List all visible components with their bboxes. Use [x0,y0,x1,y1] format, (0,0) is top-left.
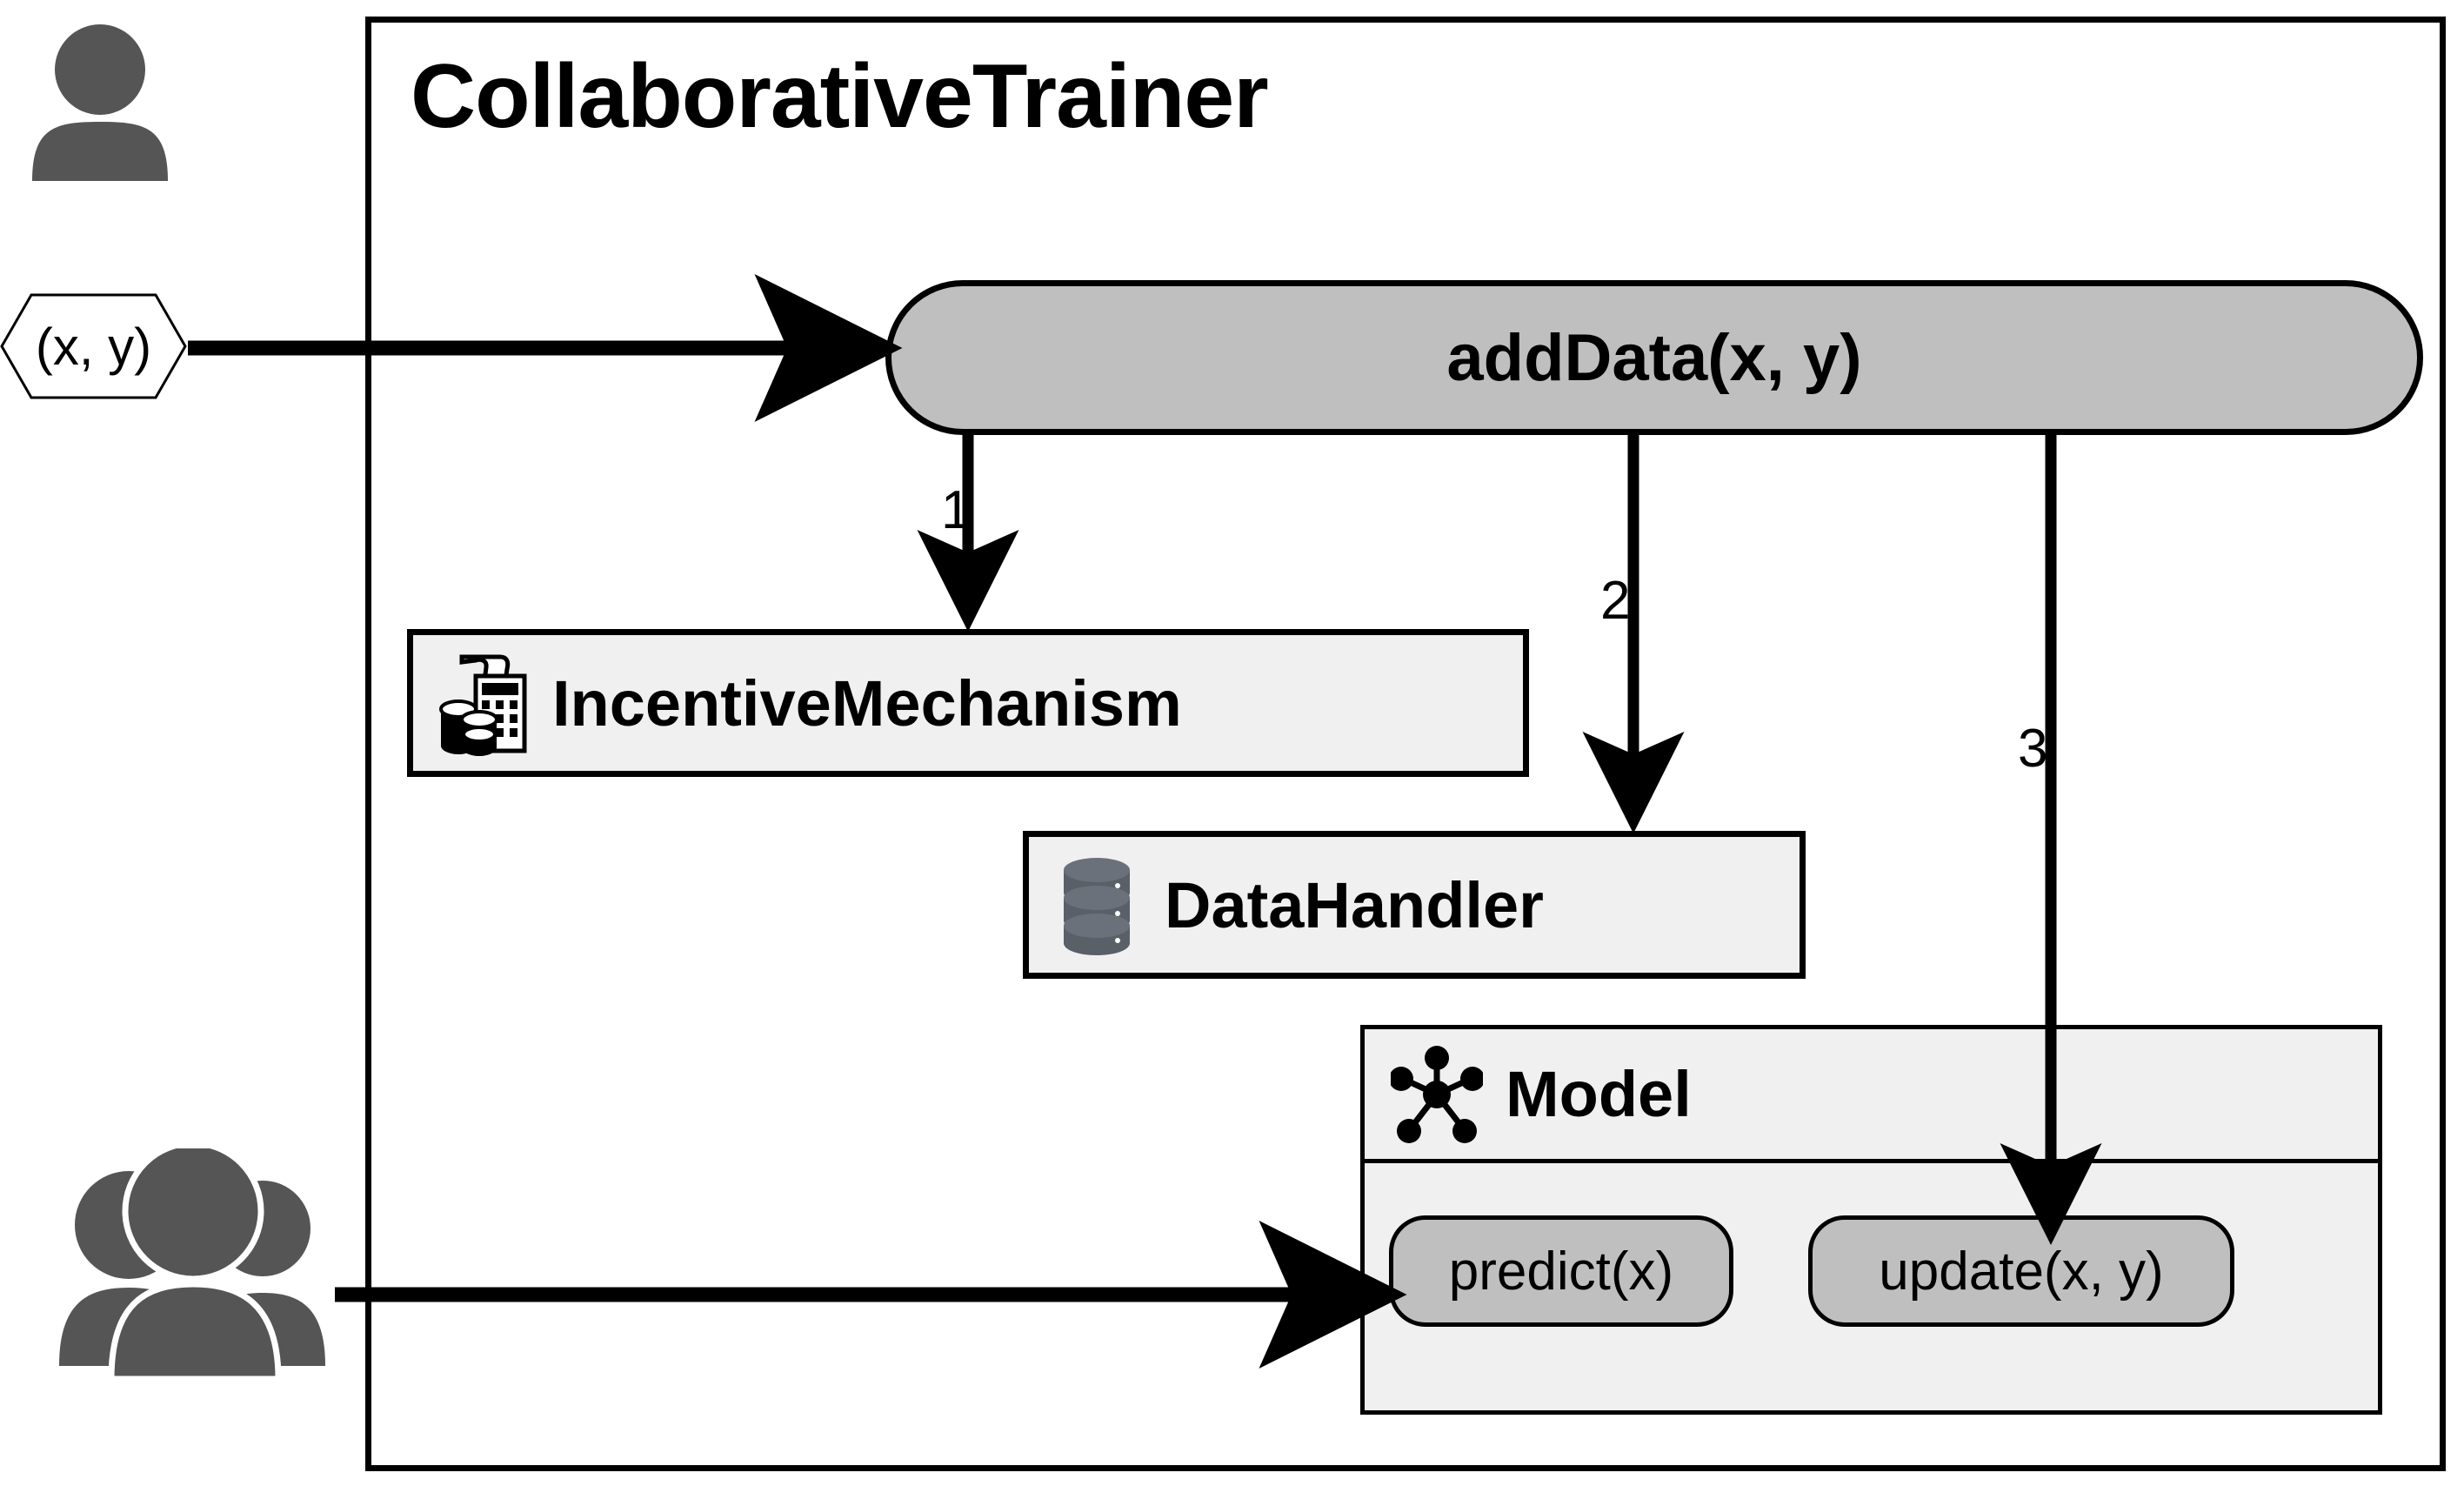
model-header: Model [1365,1029,2378,1163]
person-icon [32,24,168,181]
edge-label-1: 1 [941,480,972,540]
add-data-method-label: addData(x, y) [1446,320,1862,395]
network-graph-icon [1391,1045,1483,1143]
calculator-receipt-coins-icon [439,654,527,756]
model-methods-area: predict(x) update(x, y) [1365,1163,2378,1415]
edge-label-2: 2 [1600,571,1631,631]
input-token-xy: (x, y) [0,293,187,399]
data-handler-label: DataHandler [1165,868,1544,941]
database-icon [1064,858,1130,955]
model-box[interactable]: Model predict(x) update(x, y) [1360,1025,2382,1415]
incentive-mechanism-label: IncentiveMechanism [552,666,1182,740]
edge-label-3: 3 [2018,719,2048,779]
model-title: Model [1506,1058,1692,1130]
input-token-label: (x, y) [35,317,152,376]
page-title: CollaborativeTrainer [411,46,1269,147]
update-method-pill[interactable]: update(x, y) [1808,1215,2234,1327]
add-data-method-bar[interactable]: addData(x, y) [885,280,2423,435]
predict-method-pill[interactable]: predict(x) [1389,1215,1733,1327]
incentive-mechanism-box[interactable]: IncentiveMechanism [407,629,1529,777]
people-group-icon [59,1148,325,1382]
data-handler-box[interactable]: DataHandler [1023,831,1806,979]
